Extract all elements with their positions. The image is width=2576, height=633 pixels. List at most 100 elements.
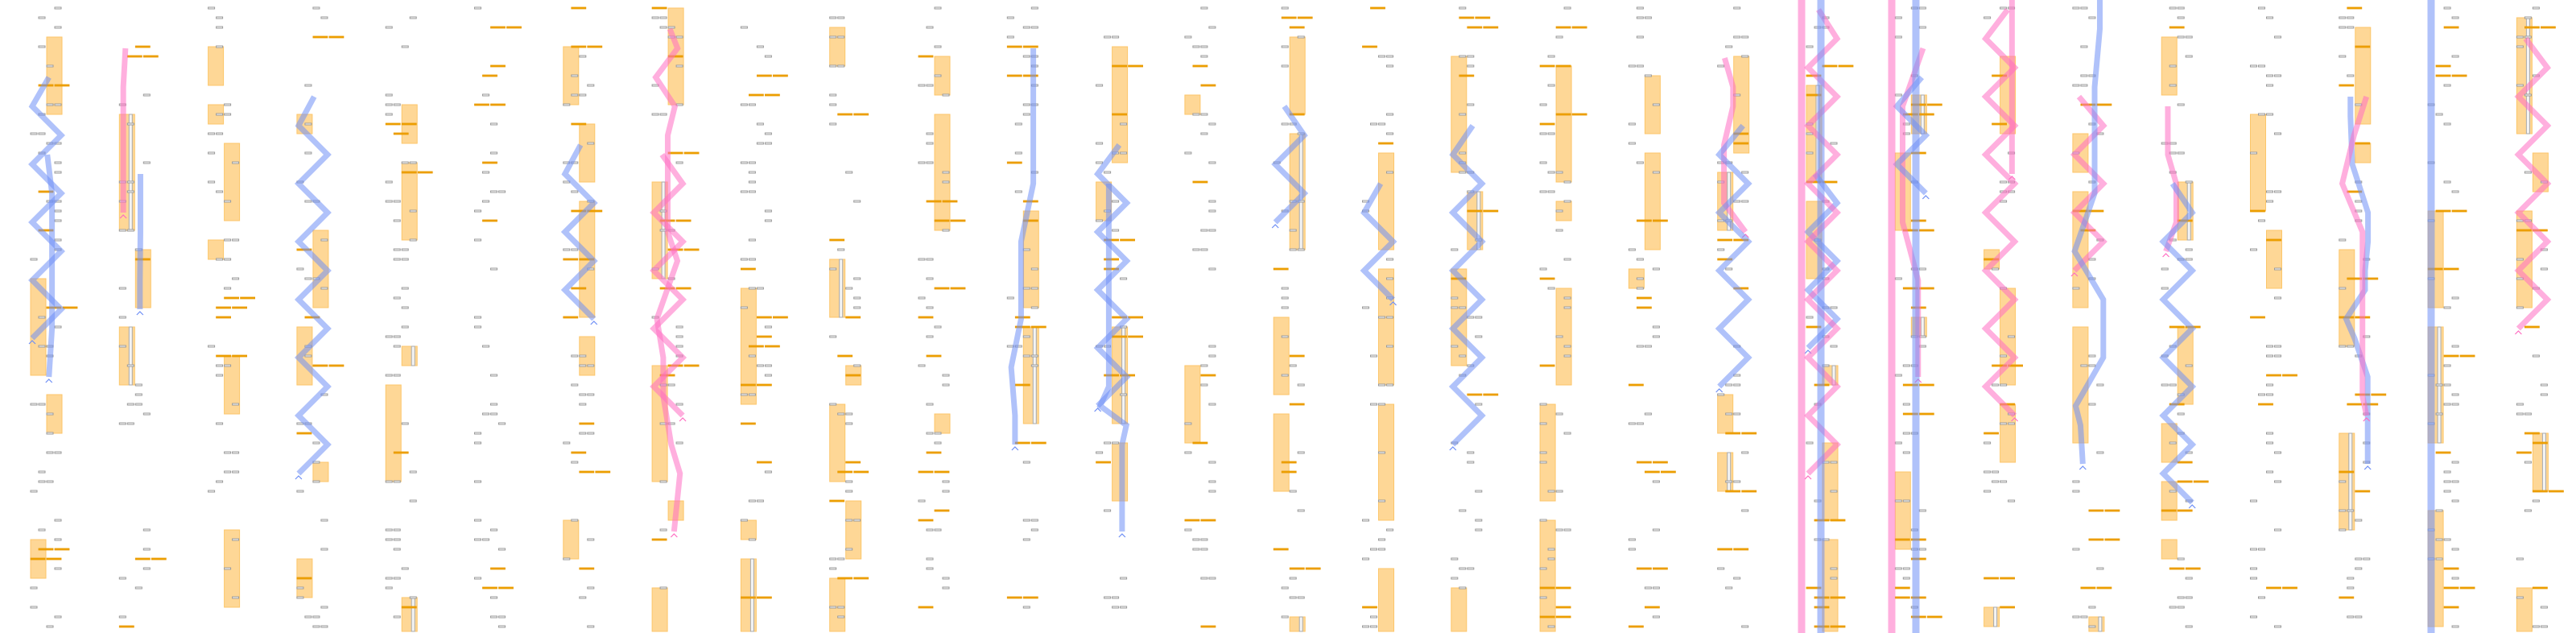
dash-marker <box>1273 548 1289 551</box>
dash-marker <box>773 316 788 319</box>
small-marker <box>54 519 62 522</box>
dash-marker <box>2266 374 2281 377</box>
small-marker <box>482 93 489 97</box>
small-marker <box>2532 6 2540 10</box>
small-marker <box>1539 519 1547 522</box>
small-marker <box>2185 625 2193 628</box>
small-marker <box>208 151 216 155</box>
small-marker <box>393 480 401 483</box>
dash-marker <box>312 35 328 39</box>
small-marker <box>393 296 401 300</box>
pipe-segment <box>1727 452 1732 492</box>
small-marker <box>30 490 38 493</box>
small-marker <box>1120 393 1128 396</box>
small-marker <box>2185 258 2193 261</box>
small-marker <box>1636 345 1644 348</box>
small-marker <box>1370 548 1377 551</box>
dash-marker <box>2532 490 2548 493</box>
small-marker <box>312 441 320 445</box>
small-marker <box>2355 200 2363 203</box>
small-marker <box>482 171 489 174</box>
small-marker <box>942 490 950 493</box>
connection-path <box>2339 95 2370 416</box>
small-marker <box>1386 383 1393 387</box>
dash-marker <box>1006 74 1022 77</box>
small-marker <box>926 567 934 570</box>
dash-marker <box>773 74 788 77</box>
small-marker <box>2266 16 2273 19</box>
small-marker <box>1112 229 1120 232</box>
small-marker <box>296 586 304 590</box>
small-marker <box>2266 113 2273 116</box>
small-marker <box>1006 296 1014 300</box>
dash-marker <box>1629 383 1644 387</box>
small-marker <box>2266 190 2273 193</box>
small-marker <box>740 258 748 261</box>
small-marker <box>1104 596 1112 599</box>
dash-marker <box>1096 461 1111 464</box>
dash-marker <box>853 470 869 474</box>
highlight-block <box>1289 36 1306 115</box>
small-marker <box>1984 490 1992 493</box>
small-marker <box>46 480 54 483</box>
small-marker <box>142 548 151 551</box>
small-marker <box>1104 509 1112 512</box>
small-marker <box>1652 615 1660 619</box>
small-marker <box>134 383 142 387</box>
small-marker <box>1467 567 1475 570</box>
small-marker <box>1386 277 1393 280</box>
dash-marker <box>1120 238 1135 242</box>
highlight-block <box>312 461 329 482</box>
small-marker <box>845 519 853 522</box>
dash-marker <box>2516 229 2532 232</box>
small-marker <box>1725 45 1733 48</box>
dash-marker <box>2451 209 2467 213</box>
highlight-block <box>1555 65 1572 183</box>
dash-marker <box>2088 538 2104 541</box>
small-marker <box>490 151 497 155</box>
small-marker <box>1386 55 1393 58</box>
small-marker <box>2435 383 2443 387</box>
connection-path <box>137 174 143 309</box>
dash-marker <box>1645 606 1660 609</box>
small-marker <box>134 393 142 396</box>
small-marker <box>2274 35 2281 39</box>
dash-marker <box>2250 209 2265 213</box>
highlight-block <box>2266 230 2282 289</box>
small-marker <box>2516 412 2524 416</box>
small-marker <box>393 219 401 222</box>
small-marker <box>853 200 861 203</box>
dash-marker <box>837 470 853 474</box>
small-marker <box>2451 403 2459 406</box>
small-marker <box>2451 55 2459 58</box>
small-marker <box>1636 258 1644 261</box>
highlight-block <box>2250 114 2266 212</box>
small-marker <box>216 480 224 483</box>
dash-marker <box>749 93 764 97</box>
small-marker <box>829 103 837 106</box>
small-marker <box>409 470 417 474</box>
caret-up-icon <box>1011 446 1019 451</box>
small-marker <box>490 412 497 416</box>
small-marker <box>1362 557 1369 561</box>
small-marker <box>2266 441 2273 445</box>
small-marker <box>2072 84 2080 87</box>
small-marker <box>224 287 232 290</box>
small-marker <box>571 461 579 464</box>
small-marker <box>118 577 126 580</box>
small-marker <box>232 238 240 242</box>
small-marker <box>2258 393 2265 396</box>
small-marker <box>1539 103 1547 106</box>
small-marker <box>764 364 772 367</box>
small-marker <box>134 403 142 406</box>
small-marker <box>926 132 934 135</box>
small-marker <box>1652 325 1660 329</box>
small-marker <box>1200 55 1208 58</box>
small-marker <box>1370 403 1377 406</box>
small-marker <box>1281 374 1289 377</box>
small-marker <box>571 93 579 97</box>
small-marker <box>2355 557 2363 561</box>
small-marker <box>563 557 571 561</box>
dash-marker <box>1555 606 1571 609</box>
small-marker <box>1563 306 1571 309</box>
